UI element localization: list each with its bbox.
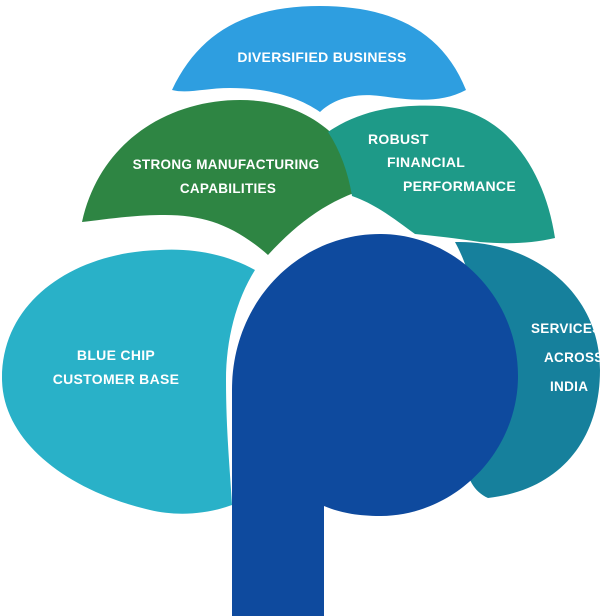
petal-services-label-line3: INDIA <box>550 379 588 394</box>
petal-manufacturing-shape <box>82 100 368 255</box>
petal-strong-manufacturing: STRONG MANUFACTURING CAPABILITIES <box>82 100 368 255</box>
petal-diversified-business: DIVERSIFIED BUSINESS <box>172 6 466 112</box>
petal-blue-chip-customer: BLUE CHIP CUSTOMER BASE <box>2 249 255 514</box>
petal-customer-label-line2: CUSTOMER BASE <box>53 371 180 387</box>
petal-manufacturing-label-line1: STRONG MANUFACTURING <box>133 157 320 172</box>
petal-manufacturing-label-line2: CAPABILITIES <box>180 181 276 196</box>
petal-financial-label-line1: ROBUST <box>368 131 429 147</box>
petal-financial-label-line2: FINANCIAL <box>387 154 465 170</box>
petal-services-label-line1: SERVICES <box>531 321 600 336</box>
petal-financial-label-line3: PERFORMANCE <box>403 178 516 194</box>
petal-customer-label-line1: BLUE CHIP <box>77 347 155 363</box>
petal-services-label-line2: ACROSS <box>544 350 600 365</box>
petal-diversified-shape <box>172 6 466 112</box>
petal-financial-shape <box>328 105 555 244</box>
p-logo-shape <box>232 234 518 616</box>
petal-robust-financial: ROBUST FINANCIAL PERFORMANCE <box>328 105 555 244</box>
petal-diversified-label: DIVERSIFIED BUSINESS <box>237 49 406 65</box>
petal-customer-shape <box>2 249 255 514</box>
central-p-logo <box>232 234 518 616</box>
